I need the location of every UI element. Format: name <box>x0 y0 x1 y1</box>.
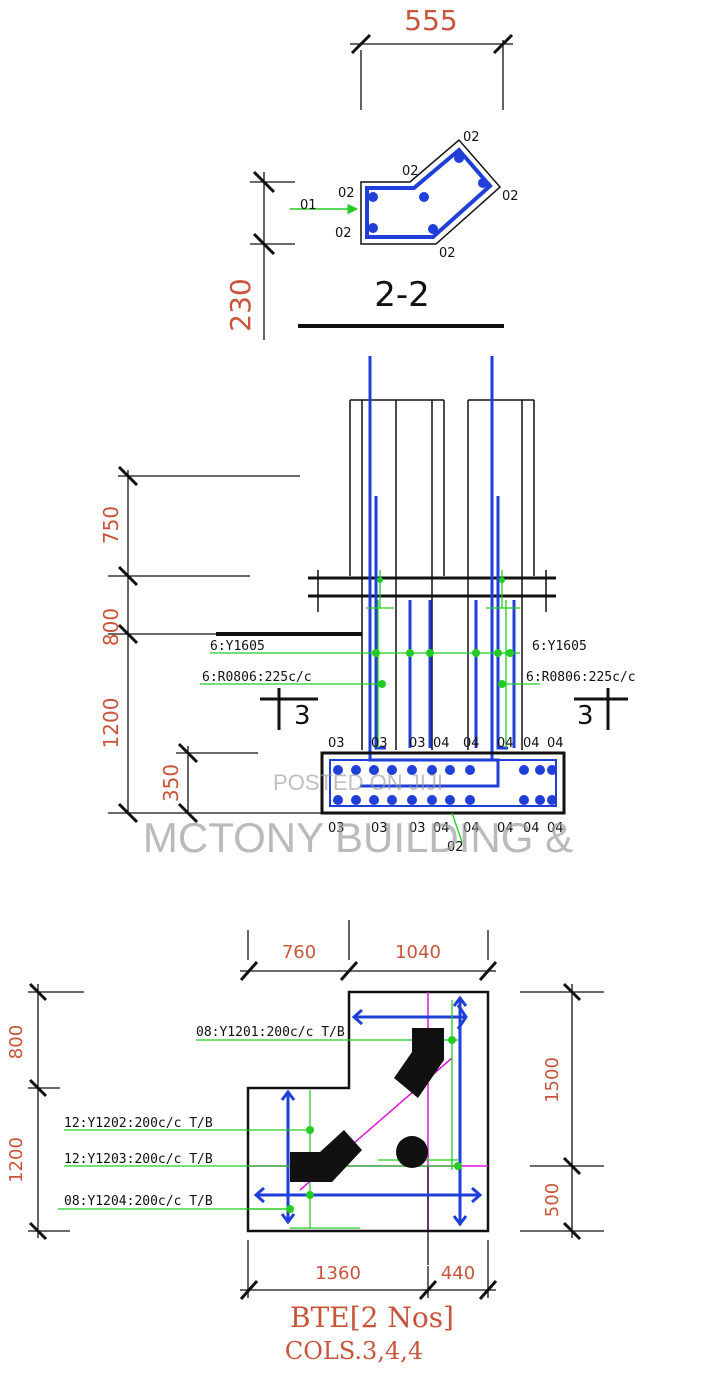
dim-plan-800: 800 <box>6 1025 27 1059</box>
footing-mark: 03 <box>371 736 388 751</box>
footing-mark: 03 <box>409 736 426 751</box>
bar-mark-02: 02 <box>502 189 519 204</box>
footing-mark: 04 <box>523 821 540 836</box>
green-dots <box>372 577 514 688</box>
footing-plan: 760 1040 <box>6 920 604 1365</box>
footing-bottom-marks: 03 03 03 04 04 04 04 04 <box>328 821 564 836</box>
dim-plan-760: 760 <box>282 942 316 963</box>
center-mark-leader <box>451 812 463 843</box>
label-links-right: 6:R0806:225c/c <box>526 670 636 685</box>
footing-inner <box>329 759 557 807</box>
section-outline <box>360 138 502 245</box>
plan-label-y1203: 12:Y1203:200c/c T/B <box>64 1152 213 1167</box>
footing-mark: 04 <box>523 736 540 751</box>
section-mark-right <box>574 688 628 730</box>
dim-elev-750: 750 <box>99 506 123 544</box>
plan-label-y1204: 08:Y1204:200c/c T/B <box>64 1194 213 1209</box>
green-details <box>200 570 540 748</box>
slab-band <box>308 570 556 612</box>
footing-mark: 03 <box>328 821 345 836</box>
footing-outline <box>320 751 566 815</box>
footing-mark: 03 <box>409 821 426 836</box>
dim-230 <box>250 170 295 340</box>
footing-mark: 04 <box>463 821 480 836</box>
plan-right-dims <box>520 982 604 1241</box>
footing-mark: 04 <box>547 736 564 751</box>
section-mark-left-label: 3 <box>294 701 311 731</box>
section-2-2: 555 230 01 02 02 02 02 02 02 <box>224 4 519 340</box>
section-bars <box>368 153 488 234</box>
plan-top-dims <box>239 920 498 981</box>
plan-subtitle: COLS.3,4,4 <box>285 1337 423 1365</box>
bar-mark-02: 02 <box>402 164 419 179</box>
plan-left-dims <box>28 982 84 1241</box>
watermark-line-2: MCTONY BUILDING & <box>143 814 573 861</box>
footing-mark: 03 <box>328 736 345 751</box>
dim-plan-1360: 1360 <box>315 1263 361 1284</box>
dim-plan-1040: 1040 <box>395 942 441 963</box>
dim-width-label: 555 <box>404 4 457 37</box>
footing-mark: 04 <box>547 821 564 836</box>
section-mark-left <box>260 688 318 730</box>
dim-plan-1500: 1500 <box>542 1057 563 1103</box>
footing-mark: 04 <box>433 821 450 836</box>
label-main-bars-right: 6:Y1605 <box>532 639 587 654</box>
watermark: POSTED ON JIJI MCTONY BUILDING & <box>143 770 573 861</box>
section-mark-right-label: 3 <box>577 701 594 731</box>
dim-elev-1200: 1200 <box>99 698 123 749</box>
watermark-line-1: POSTED ON JIJI <box>273 770 443 795</box>
dim-height-label: 230 <box>224 278 257 331</box>
bar-mark-02: 02 <box>338 186 355 201</box>
dim-555 <box>350 33 514 110</box>
bar-mark-02: 02 <box>463 130 480 145</box>
dim-plan-440: 440 <box>441 1263 475 1284</box>
dim-plan-1200: 1200 <box>6 1137 27 1183</box>
label-links-left: 6:R0806:225c/c <box>202 670 312 685</box>
label-main-bars-left: 6:Y1605 <box>210 639 265 654</box>
footing-mark: 04 <box>497 821 514 836</box>
section-stirrup <box>365 147 493 239</box>
plan-rebars <box>253 995 483 1227</box>
plan-columns <box>290 1028 444 1182</box>
plan-green-dots <box>286 1036 462 1213</box>
bar-mark-02: 02 <box>439 246 456 261</box>
section-title-underline <box>298 324 504 328</box>
footing-bars <box>333 765 557 805</box>
section-title: 2-2 <box>374 275 430 315</box>
column-rebars <box>360 356 516 788</box>
plan-title: BTE[2 Nos] <box>290 1301 454 1334</box>
column-outlines <box>349 399 535 750</box>
bar-mark-02: 02 <box>335 226 352 241</box>
footing-top-marks: 03 03 03 04 04 04 04 04 <box>328 736 564 751</box>
dim-plan-500: 500 <box>542 1183 563 1217</box>
center-bar-mark: 02 <box>447 840 464 855</box>
plan-label-y1202: 12:Y1202:200c/c T/B <box>64 1116 213 1131</box>
footing-mark: 03 <box>371 821 388 836</box>
plan-bottom-dims <box>239 1240 498 1300</box>
bar-mark-01: 01 <box>300 198 317 213</box>
plan-label-y1201: 08:Y1201:200c/c T/B <box>196 1025 345 1040</box>
footing-mark: 04 <box>463 736 480 751</box>
ground-beam-line <box>216 632 362 636</box>
elevation-dims <box>108 465 322 824</box>
dim-elev-350: 350 <box>159 764 183 802</box>
dim-elev-800: 800 <box>99 608 123 646</box>
plan-outline <box>246 990 490 1233</box>
elevation: 6:Y1605 6:R0806:225c/c 6:Y1605 6:R0806:2… <box>99 356 636 855</box>
footing-mark: 04 <box>497 736 514 751</box>
footing-mark: 04 <box>433 736 450 751</box>
